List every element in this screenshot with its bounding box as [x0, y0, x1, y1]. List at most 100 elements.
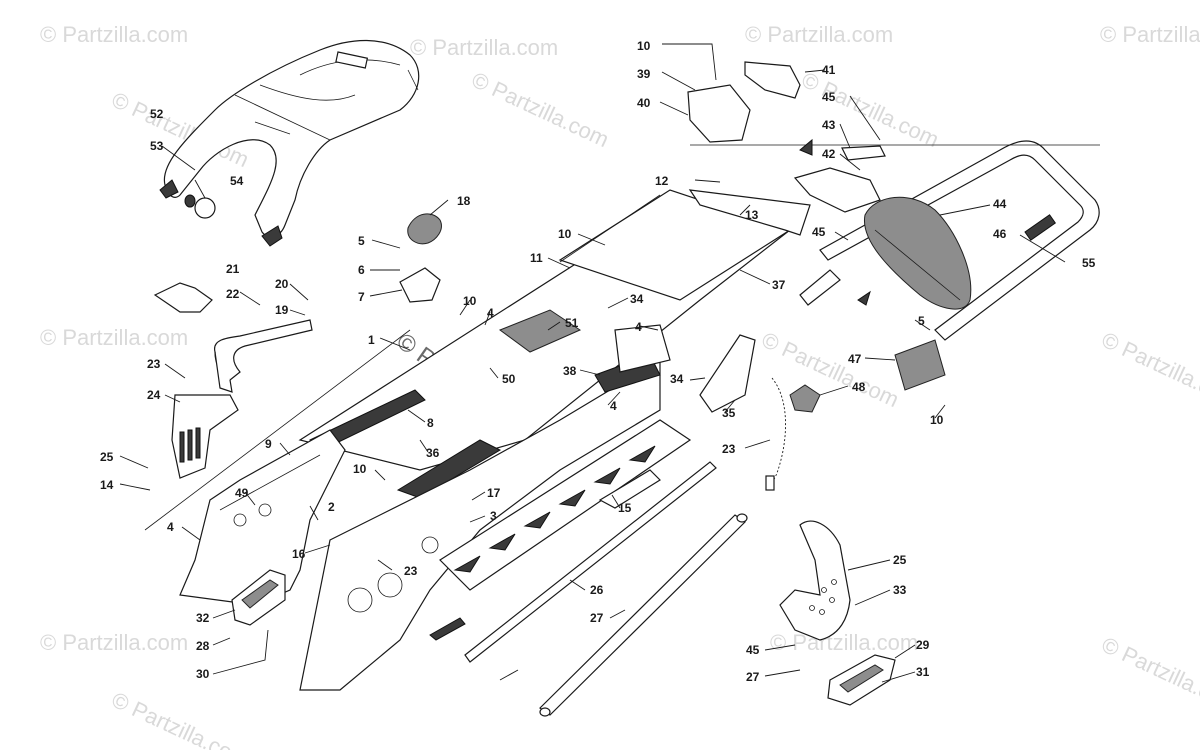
- direction-arrows: [799, 138, 871, 306]
- watermark: © Partzilla.com: [108, 687, 253, 750]
- callout-label: 3: [490, 509, 497, 523]
- callout-label: 13: [745, 208, 759, 222]
- light-bracket-part: [793, 167, 881, 213]
- hitch-plate-holes: [809, 579, 837, 615]
- callout-label: 4: [635, 320, 642, 334]
- callout-label: 36: [426, 446, 440, 460]
- callout-label: 31: [916, 665, 930, 679]
- rail-bracket-part: [688, 189, 811, 236]
- rail-cutouts: [453, 445, 656, 573]
- watermark: © Partzilla.com: [745, 22, 893, 47]
- leader-lines: [119, 43, 1066, 683]
- callout-label: 50: [502, 372, 516, 386]
- callout-label: 5: [918, 314, 925, 328]
- callout-label: 46: [993, 227, 1007, 241]
- callout-label: 45: [812, 225, 826, 239]
- callout-label: 23: [404, 564, 418, 578]
- support-bracket-part: [598, 469, 661, 509]
- arrow-icon: [799, 138, 813, 156]
- mount-bracket-part: [687, 84, 751, 143]
- grip-pad-part: [498, 309, 582, 353]
- watermark: © Partzilla.com: [770, 630, 918, 655]
- callout-label: 52: [150, 107, 164, 121]
- callout-label: 29: [916, 638, 930, 652]
- reflector-part: [789, 384, 821, 413]
- callout-label: 11: [530, 251, 543, 265]
- bracket-part: [399, 267, 441, 303]
- arrow-icon: [857, 290, 871, 306]
- callout-label: 26: [590, 583, 604, 597]
- callout-label: 10: [463, 294, 477, 308]
- left-side-panel-part: [179, 429, 346, 606]
- callout-label: 10: [930, 413, 944, 427]
- parts-illustration: [144, 39, 1100, 717]
- callout-label: 15: [618, 501, 632, 515]
- callout-label: 41: [822, 63, 836, 77]
- callout-label: 10: [637, 39, 651, 53]
- callout-label: 17: [487, 486, 501, 500]
- callout-label: 47: [848, 352, 862, 366]
- callout-label: 30: [196, 667, 210, 681]
- callout-label: 18: [457, 194, 471, 208]
- rear-bumper-part: [799, 140, 1100, 341]
- callout-label: 19: [275, 303, 289, 317]
- callout-label: 45: [822, 90, 836, 104]
- watermark: © Partzilla.com: [40, 325, 188, 350]
- cover-plate-part: [153, 282, 213, 313]
- tail-light-part: [863, 196, 972, 310]
- callout-label: 4: [487, 306, 494, 320]
- callout-label: 54: [230, 174, 244, 188]
- watermark: © Partzilla.com: [40, 630, 188, 655]
- callout-label: 20: [275, 277, 289, 291]
- callout-label: 6: [358, 263, 365, 277]
- callout-label: 34: [670, 372, 684, 386]
- watermark: © Partzilla.com: [798, 67, 943, 152]
- callout-label: 5: [358, 234, 365, 248]
- watermark: © Partzilla.com: [40, 22, 188, 47]
- callout-label: 24: [147, 388, 161, 402]
- callout-label: 37: [772, 278, 786, 292]
- callout-label: 10: [353, 462, 367, 476]
- callout-label: 44: [993, 197, 1007, 211]
- callout-label: 27: [590, 611, 604, 625]
- callout-label: 49: [235, 486, 249, 500]
- callout-label: 43: [822, 118, 836, 132]
- callout-label: 51: [565, 316, 579, 330]
- callout-label: 32: [196, 611, 210, 625]
- watermark: © Partzilla.com: [1100, 22, 1200, 47]
- callout-label: 25: [100, 450, 114, 464]
- callout-label: 45: [746, 643, 760, 657]
- callout-label: 40: [637, 96, 651, 110]
- callout-label: 10: [558, 227, 572, 241]
- callout-label: 4: [167, 520, 174, 534]
- callout-label: 23: [147, 357, 161, 371]
- callout-labels: 10 39 40 41 45 43 42 52 53 54 18 12 13 4…: [100, 39, 1096, 684]
- seat-part: [159, 39, 420, 247]
- callout-label: 16: [292, 547, 306, 561]
- stiffener-rod-part: [464, 461, 717, 663]
- callout-label: 1: [368, 333, 375, 347]
- callout-label: 48: [852, 380, 866, 394]
- spring-assembly-part: [894, 339, 946, 391]
- hitch-plate-part: [779, 520, 851, 641]
- watermark: © Partzilla.com: [468, 67, 613, 152]
- watermark: © Partzilla.com: [1098, 327, 1200, 412]
- callout-label: 27: [746, 670, 760, 684]
- right-side-panel-part: [299, 358, 661, 691]
- callout-label: 35: [722, 406, 736, 420]
- watermark: © Partzilla.com: [758, 327, 903, 412]
- grip-pad-part: [396, 439, 502, 499]
- callout-label: 2: [328, 500, 335, 514]
- grab-handle-part: [214, 319, 313, 393]
- callout-label: 23: [722, 442, 736, 456]
- callout-label: 39: [637, 67, 651, 81]
- grip-cap-part: [744, 61, 801, 99]
- callout-label: 25: [893, 553, 907, 567]
- callout-label: 9: [265, 437, 272, 451]
- tether-cable-part: [767, 377, 787, 491]
- callout-label: 4: [610, 399, 617, 413]
- callout-label: 7: [358, 290, 365, 304]
- cross-shaft-part: [539, 513, 748, 717]
- callout-label: 21: [226, 262, 240, 276]
